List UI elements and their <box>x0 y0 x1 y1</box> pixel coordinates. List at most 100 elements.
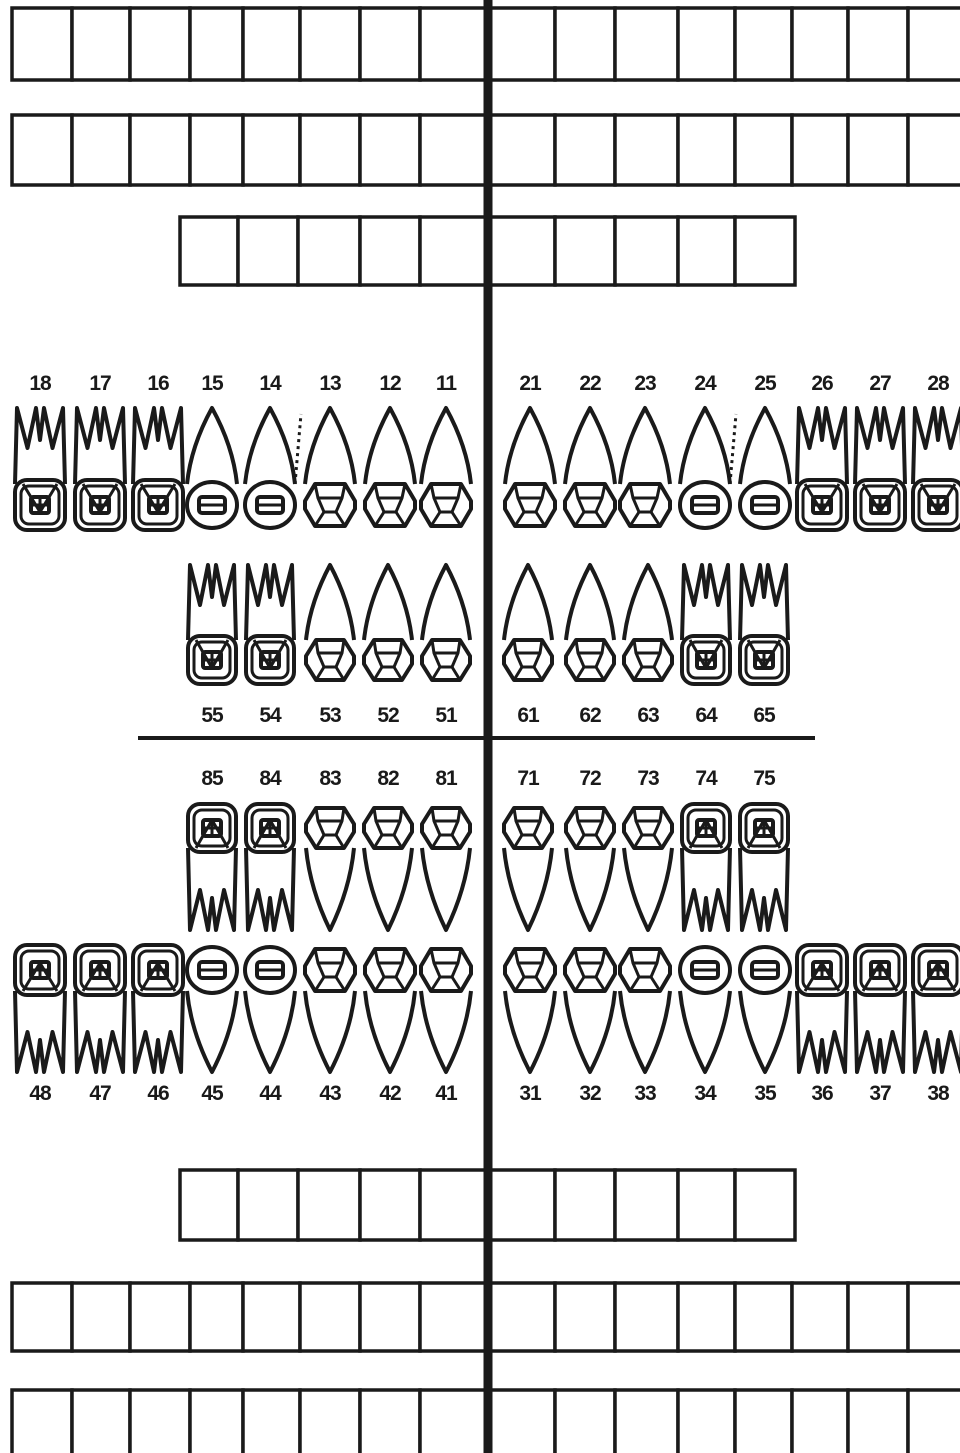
record-cell[interactable] <box>238 217 298 285</box>
tooth-27[interactable] <box>855 408 905 530</box>
record-cell[interactable] <box>735 1390 792 1453</box>
record-cell[interactable] <box>678 1283 735 1351</box>
record-cell[interactable] <box>735 115 792 185</box>
tooth-37[interactable] <box>855 945 905 1072</box>
record-cell[interactable] <box>243 1390 300 1453</box>
record-cell[interactable] <box>72 1283 130 1351</box>
record-cell[interactable] <box>555 1170 615 1240</box>
tooth-45[interactable] <box>187 947 237 1072</box>
record-cell[interactable] <box>555 217 615 285</box>
tooth-38[interactable] <box>913 945 960 1072</box>
record-cell[interactable] <box>908 1283 960 1351</box>
tooth-35[interactable] <box>740 947 790 1072</box>
tooth-71[interactable] <box>504 808 552 930</box>
tooth-84[interactable] <box>246 804 294 930</box>
record-cell[interactable] <box>555 8 615 80</box>
tooth-48[interactable] <box>15 945 65 1072</box>
record-cell[interactable] <box>678 217 735 285</box>
record-cell[interactable] <box>615 217 678 285</box>
tooth-54[interactable] <box>246 565 294 684</box>
tooth-55[interactable] <box>188 565 236 684</box>
record-cell[interactable] <box>488 217 555 285</box>
record-cell[interactable] <box>298 1170 360 1240</box>
record-cell[interactable] <box>678 8 735 80</box>
record-cell[interactable] <box>298 217 360 285</box>
record-cell[interactable] <box>908 1390 960 1453</box>
record-cell[interactable] <box>488 115 555 185</box>
record-cell[interactable] <box>678 1170 735 1240</box>
record-cell[interactable] <box>488 1390 555 1453</box>
tooth-51[interactable] <box>422 565 470 680</box>
record-cell[interactable] <box>130 1390 190 1453</box>
record-cell[interactable] <box>180 217 238 285</box>
tooth-44[interactable] <box>245 947 295 1072</box>
record-cell[interactable] <box>615 115 678 185</box>
record-cell[interactable] <box>12 1390 72 1453</box>
tooth-14[interactable] <box>245 408 301 528</box>
tooth-42[interactable] <box>365 949 415 1072</box>
tooth-47[interactable] <box>75 945 125 1072</box>
record-cell[interactable] <box>12 1283 72 1351</box>
record-cell[interactable] <box>420 115 488 185</box>
record-cell[interactable] <box>848 1283 908 1351</box>
tooth-23[interactable] <box>620 408 670 526</box>
tooth-81[interactable] <box>422 808 470 930</box>
tooth-72[interactable] <box>566 808 614 930</box>
record-cell[interactable] <box>420 1390 488 1453</box>
tooth-36[interactable] <box>797 945 847 1072</box>
record-cell[interactable] <box>848 1390 908 1453</box>
record-cell[interactable] <box>72 8 130 80</box>
record-cell[interactable] <box>180 1170 238 1240</box>
record-cell[interactable] <box>735 1283 792 1351</box>
record-cell[interactable] <box>792 1390 848 1453</box>
record-cell[interactable] <box>190 115 243 185</box>
record-cell[interactable] <box>678 1390 735 1453</box>
tooth-32[interactable] <box>565 949 615 1072</box>
record-cell[interactable] <box>792 1283 848 1351</box>
record-cell[interactable] <box>360 1170 420 1240</box>
record-cell[interactable] <box>360 115 420 185</box>
tooth-73[interactable] <box>624 808 672 930</box>
tooth-43[interactable] <box>305 949 355 1072</box>
tooth-21[interactable] <box>505 408 555 526</box>
record-cell[interactable] <box>488 1170 555 1240</box>
tooth-25[interactable] <box>740 408 790 528</box>
tooth-12[interactable] <box>365 408 415 526</box>
tooth-85[interactable] <box>188 804 236 930</box>
tooth-41[interactable] <box>421 949 471 1072</box>
tooth-65[interactable] <box>740 565 788 684</box>
record-cell[interactable] <box>300 115 360 185</box>
record-cell[interactable] <box>72 1390 130 1453</box>
tooth-11[interactable] <box>421 408 471 526</box>
tooth-15[interactable] <box>187 408 237 528</box>
record-cell[interactable] <box>360 1283 420 1351</box>
tooth-22[interactable] <box>565 408 615 526</box>
record-cell[interactable] <box>735 8 792 80</box>
record-cell[interactable] <box>12 8 72 80</box>
tooth-31[interactable] <box>505 949 555 1072</box>
tooth-28[interactable] <box>913 408 960 530</box>
record-cell[interactable] <box>243 115 300 185</box>
tooth-83[interactable] <box>306 808 354 930</box>
record-cell[interactable] <box>360 1390 420 1453</box>
record-cell[interactable] <box>238 1170 298 1240</box>
tooth-46[interactable] <box>133 945 183 1072</box>
record-cell[interactable] <box>420 217 488 285</box>
record-cell[interactable] <box>615 1283 678 1351</box>
record-cell[interactable] <box>243 8 300 80</box>
record-cell[interactable] <box>300 1390 360 1453</box>
record-cell[interactable] <box>300 1283 360 1351</box>
record-cell[interactable] <box>848 115 908 185</box>
tooth-16[interactable] <box>133 408 183 530</box>
record-cell[interactable] <box>130 115 190 185</box>
record-cell[interactable] <box>848 8 908 80</box>
tooth-63[interactable] <box>624 565 672 680</box>
record-cell[interactable] <box>300 8 360 80</box>
tooth-33[interactable] <box>620 949 670 1072</box>
record-cell[interactable] <box>615 1390 678 1453</box>
record-cell[interactable] <box>420 1170 488 1240</box>
record-cell[interactable] <box>243 1283 300 1351</box>
record-cell[interactable] <box>735 217 795 285</box>
record-cell[interactable] <box>420 8 488 80</box>
tooth-24[interactable] <box>680 408 736 528</box>
